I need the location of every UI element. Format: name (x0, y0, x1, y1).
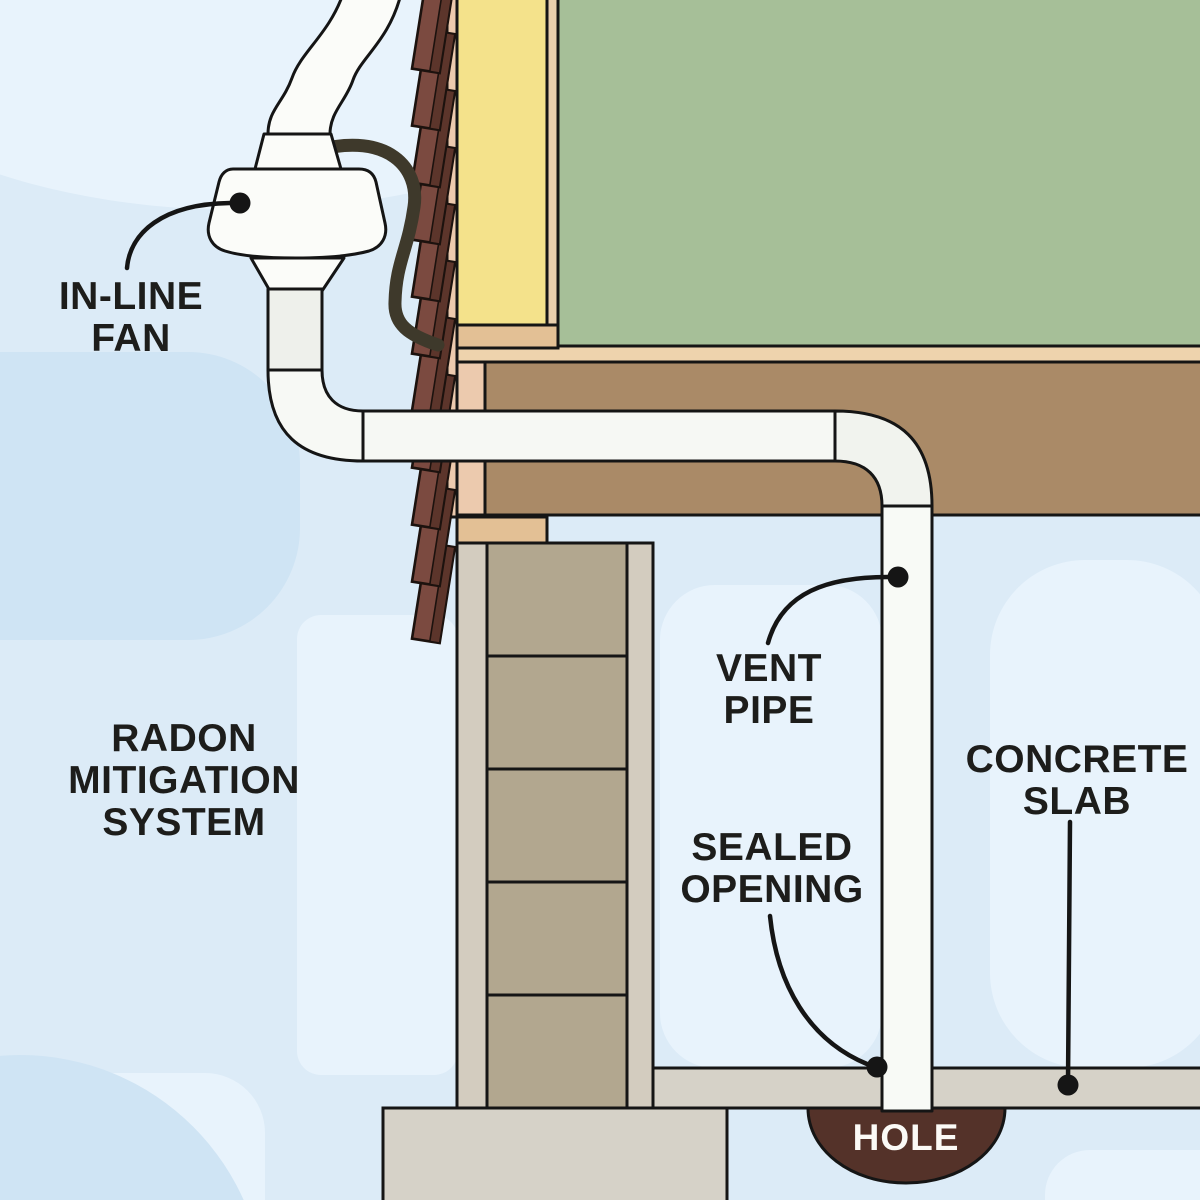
pipe-segment-vertical-left (266, 287, 324, 372)
sill-plate (455, 515, 549, 545)
in-line-fan-body (206, 167, 388, 260)
dot-inline-fan (229, 192, 251, 214)
wall-stud (545, 0, 560, 327)
wall-insulation (455, 0, 549, 327)
label-vent-pipe: VENT PIPE (716, 648, 822, 732)
leader-lines (124, 200, 1073, 1087)
label-line: SLAB (1022, 780, 1132, 823)
label-line: RADON (111, 717, 257, 760)
fan-top-collar (253, 132, 343, 171)
label-line: MITIGATION (68, 759, 300, 802)
label-line: SYSTEM (102, 801, 266, 844)
foundation-blocks (485, 541, 629, 1110)
dot-vent-pipe (887, 566, 909, 588)
bottom-plate (455, 323, 560, 350)
label-line: OPENING (680, 868, 864, 911)
label-concrete-slab: CONCRETE SLAB (966, 739, 1189, 823)
exterior-siding (410, 0, 457, 645)
label-radon-mitigation-system: RADON MITIGATION SYSTEM (68, 718, 300, 844)
footing (381, 1106, 729, 1200)
interior-wall (556, 0, 1200, 348)
label-line: SEALED (691, 826, 853, 869)
label-line: IN-LINE (58, 275, 204, 318)
label-line: PIPE (723, 689, 815, 732)
leader-concrete-slab (1065, 819, 1073, 1087)
leader-inline-fan (124, 200, 233, 271)
leader-sealed-opening (767, 913, 870, 1067)
label-line: HOLE (852, 1117, 960, 1158)
label-in-line-fan: IN-LINE FAN (59, 276, 203, 360)
dot-concrete-slab (1057, 1074, 1079, 1096)
dot-sealed-opening (866, 1056, 888, 1078)
pipe-segment-horizontal (361, 409, 837, 463)
leader-vent-pipe (765, 574, 891, 646)
label-sealed-opening: SEALED OPENING (680, 827, 863, 911)
label-hole: HOLE (853, 1118, 960, 1158)
label-line: VENT (715, 647, 823, 690)
suction-hole (806, 1106, 1007, 1185)
subfloor (455, 344, 1200, 364)
fan-power-cord (311, 138, 445, 352)
label-line: FAN (91, 317, 171, 360)
vent-pipe-vertical (880, 504, 934, 1113)
label-line: CONCRETE (965, 738, 1189, 781)
leader-dots (229, 192, 1079, 1096)
vent-pipe-run (206, 0, 934, 1113)
